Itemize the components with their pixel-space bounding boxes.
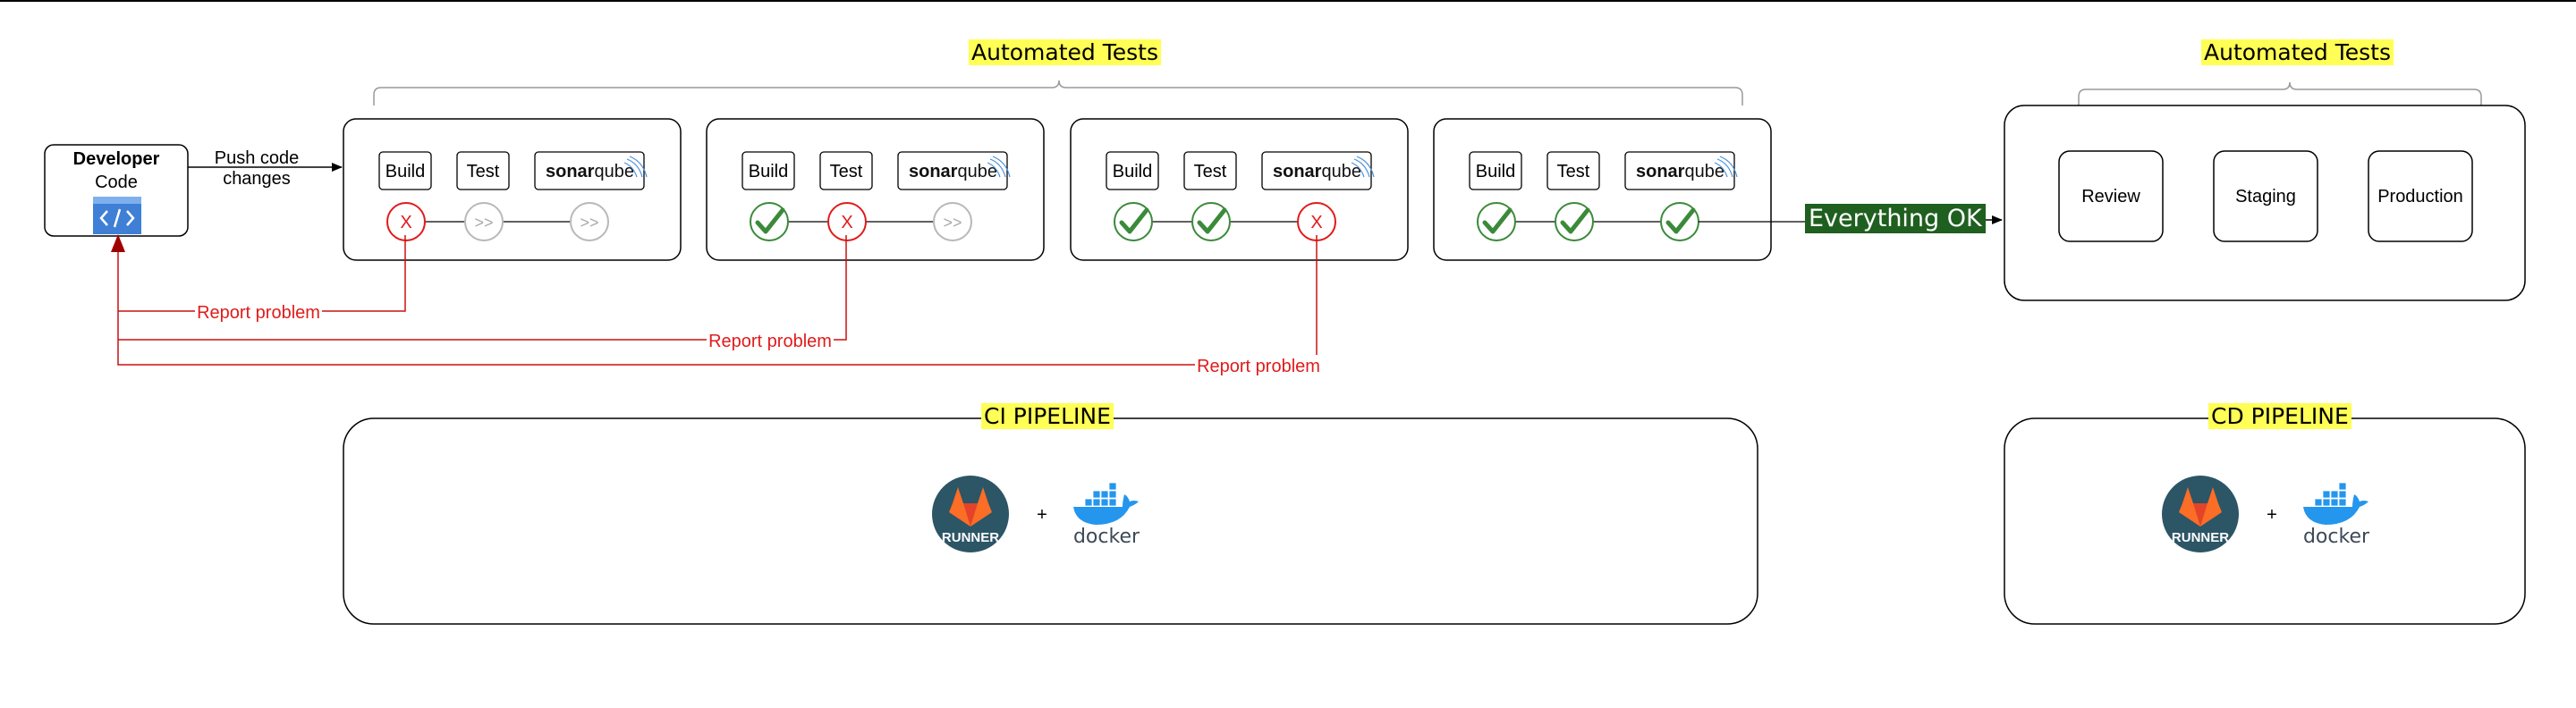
everything-ok-label: Everything OK	[1805, 204, 1986, 233]
svg-text:X: X	[1310, 213, 1322, 232]
developer-arrowhead	[111, 234, 125, 252]
cd-pipeline-title: CD PIPELINE	[2208, 403, 2351, 429]
env-staging[interactable]: Staging	[2213, 150, 2318, 242]
runner-label: RUNNER	[942, 530, 999, 545]
env-staging-label: Staging	[2235, 187, 2296, 206]
env-production-label: Production	[2377, 187, 2463, 206]
cd-pipeline-box	[2004, 417, 2526, 625]
status-pass-icon	[1477, 202, 1516, 241]
developer-subtitle: Code	[95, 173, 138, 192]
env-review[interactable]: Review	[2058, 150, 2164, 242]
step-build-box[interactable]: Build	[1106, 151, 1159, 190]
env-production[interactable]: Production	[2368, 150, 2473, 242]
step-test-box[interactable]: Test	[456, 151, 510, 190]
push-label-line2: changes	[223, 169, 291, 189]
svg-text:X: X	[841, 213, 852, 232]
report-label-3: Report problem	[1197, 357, 1320, 376]
step-label: Build	[749, 162, 788, 181]
step-sonarqube-box[interactable]: sonarqube	[1261, 151, 1375, 190]
report-label-1: Report problem	[197, 303, 320, 323]
sonarqube-logo: sonarqube	[546, 162, 634, 181]
sonarqube-logo: sonarqube	[1636, 162, 1724, 181]
status-fail-icon: X	[827, 202, 867, 241]
ci-pipeline-box	[343, 417, 1758, 625]
runner-label: RUNNER	[2172, 530, 2229, 545]
status-pass-icon	[1555, 202, 1594, 241]
top-border-line	[0, 0, 2576, 2]
status-pending-icon: >>	[464, 202, 504, 241]
step-build-box[interactable]: Build	[378, 151, 432, 190]
svg-text:>>: >>	[943, 214, 962, 232]
status-pending-icon: >>	[570, 202, 609, 241]
report-label-2: Report problem	[708, 332, 832, 351]
gitlab-runner-icon: RUNNER	[932, 476, 1009, 552]
step-label: Test	[1557, 162, 1590, 181]
push-label-line1: Push code	[215, 148, 300, 168]
status-pass-icon	[1191, 202, 1231, 241]
status-fail-icon: X	[1297, 202, 1336, 241]
ci-stage-4-contents: Build Test sonarqube	[1469, 151, 1738, 241]
developer-title: Developer	[73, 149, 160, 169]
docker-icon: docker	[2303, 482, 2370, 548]
svg-text:X: X	[400, 213, 411, 232]
step-label: Build	[1113, 162, 1152, 181]
sonarqube-logo: sonarqube	[1273, 162, 1361, 181]
step-test-box[interactable]: Test	[819, 151, 873, 190]
plus-sign: +	[1037, 505, 1047, 525]
step-label: Build	[1476, 162, 1515, 181]
status-pass-icon	[1114, 202, 1153, 241]
docker-label: docker	[1073, 526, 1140, 548]
docker-label: docker	[2303, 526, 2370, 548]
step-test-box[interactable]: Test	[1183, 151, 1237, 190]
env-review-label: Review	[2081, 187, 2140, 206]
step-label: Build	[386, 162, 425, 181]
step-label: Test	[830, 162, 863, 181]
ci-automated-tests-title: Automated Tests	[969, 39, 1161, 65]
step-sonarqube-box[interactable]: sonarqube	[1624, 151, 1738, 190]
code-icon	[93, 197, 141, 234]
svg-text:>>: >>	[580, 214, 598, 232]
status-pass-icon	[750, 202, 789, 241]
developer-box[interactable]: Developer Code	[44, 144, 189, 237]
cd-tests-brace	[2078, 81, 2482, 105]
ci-pipeline-title: CI PIPELINE	[981, 403, 1114, 429]
plus-sign: +	[2267, 505, 2277, 525]
status-pending-icon: >>	[933, 202, 972, 241]
docker-icon: docker	[1073, 482, 1140, 548]
step-test-box[interactable]: Test	[1546, 151, 1600, 190]
step-sonarqube-box[interactable]: sonarqube	[534, 151, 648, 190]
step-sonarqube-box[interactable]: sonarqube	[897, 151, 1011, 190]
step-label: Test	[467, 162, 500, 181]
cd-automated-tests-title: Automated Tests	[2201, 39, 2394, 65]
svg-text:>>: >>	[474, 214, 493, 232]
sonarqube-logo: sonarqube	[909, 162, 997, 181]
ci-tests-brace	[373, 80, 1743, 105]
step-build-box[interactable]: Build	[741, 151, 795, 190]
step-label: Test	[1194, 162, 1227, 181]
gitlab-runner-icon: RUNNER	[2162, 476, 2239, 552]
step-build-box[interactable]: Build	[1469, 151, 1522, 190]
status-pass-icon	[1660, 202, 1699, 241]
status-fail-icon: X	[386, 202, 426, 241]
